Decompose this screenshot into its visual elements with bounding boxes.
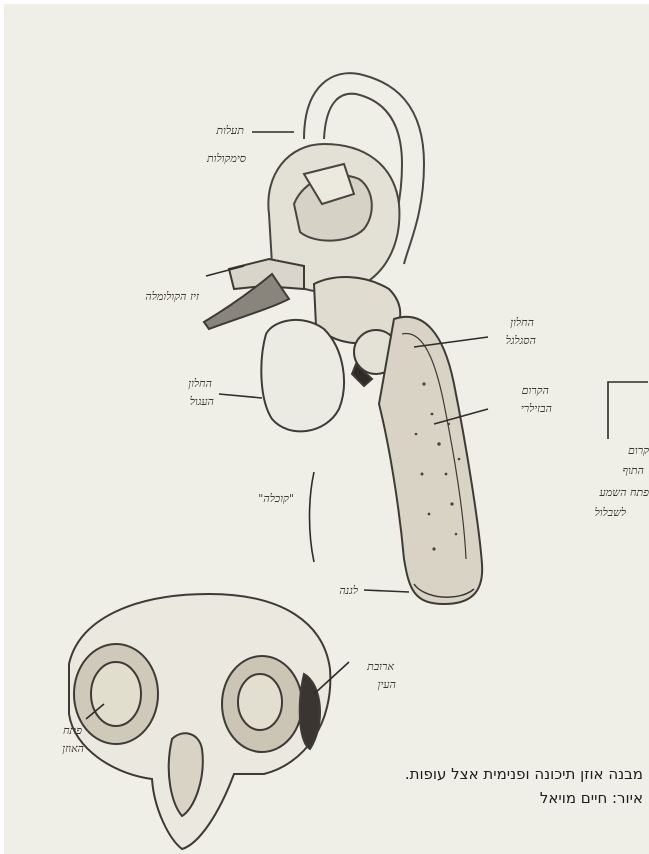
label-cochlea: "קוכלה" bbox=[258, 492, 294, 505]
illustration-sheet: תעלות סימקולות זיז הקולומלה החלון הסגלגל… bbox=[4, 4, 649, 854]
label-round-window-2: העגול bbox=[190, 395, 215, 408]
caption-title: מבנה אוזן תיכונה ופנימית אצל עופות. bbox=[243, 765, 643, 783]
label-eye-socket-2: העין bbox=[378, 678, 397, 691]
label-margin-1: קרום bbox=[628, 444, 649, 457]
label-round-window-1: החלון bbox=[188, 377, 212, 390]
label-margin-4: לשבלול bbox=[595, 506, 626, 519]
label-margin-2: התוף bbox=[622, 464, 644, 477]
label-eye-socket-1: ארובת bbox=[366, 660, 394, 673]
label-outer-ear-2: האוזן bbox=[62, 742, 84, 755]
skull-sketch bbox=[69, 594, 330, 849]
label-basilar-1: הקרום bbox=[522, 384, 550, 397]
label-oval-window-2: הסגלגל bbox=[506, 334, 537, 347]
ear-anatomy-drawing: תעלות סימקולות זיז הקולומלה החלון הסגלגל… bbox=[4, 4, 649, 854]
semicircular-canals-sketch bbox=[268, 73, 424, 292]
windows-sketch bbox=[261, 320, 398, 431]
label-canals-2: סימקולות bbox=[206, 152, 246, 165]
label-basilar-2: הבזילרי bbox=[521, 402, 553, 415]
label-lagena: לגנה bbox=[339, 584, 358, 597]
caption-credit: איור: חיים מויאל bbox=[243, 789, 643, 807]
cochlea-sketch bbox=[379, 317, 482, 604]
label-oval-window-1: החלון bbox=[510, 316, 534, 329]
label-margin-3: פתח השמע bbox=[599, 486, 649, 499]
label-outer-ear-1: פתח bbox=[63, 724, 82, 737]
label-canals-1: תעלות bbox=[215, 124, 244, 137]
label-columella: זיז הקולומלה bbox=[145, 290, 200, 303]
